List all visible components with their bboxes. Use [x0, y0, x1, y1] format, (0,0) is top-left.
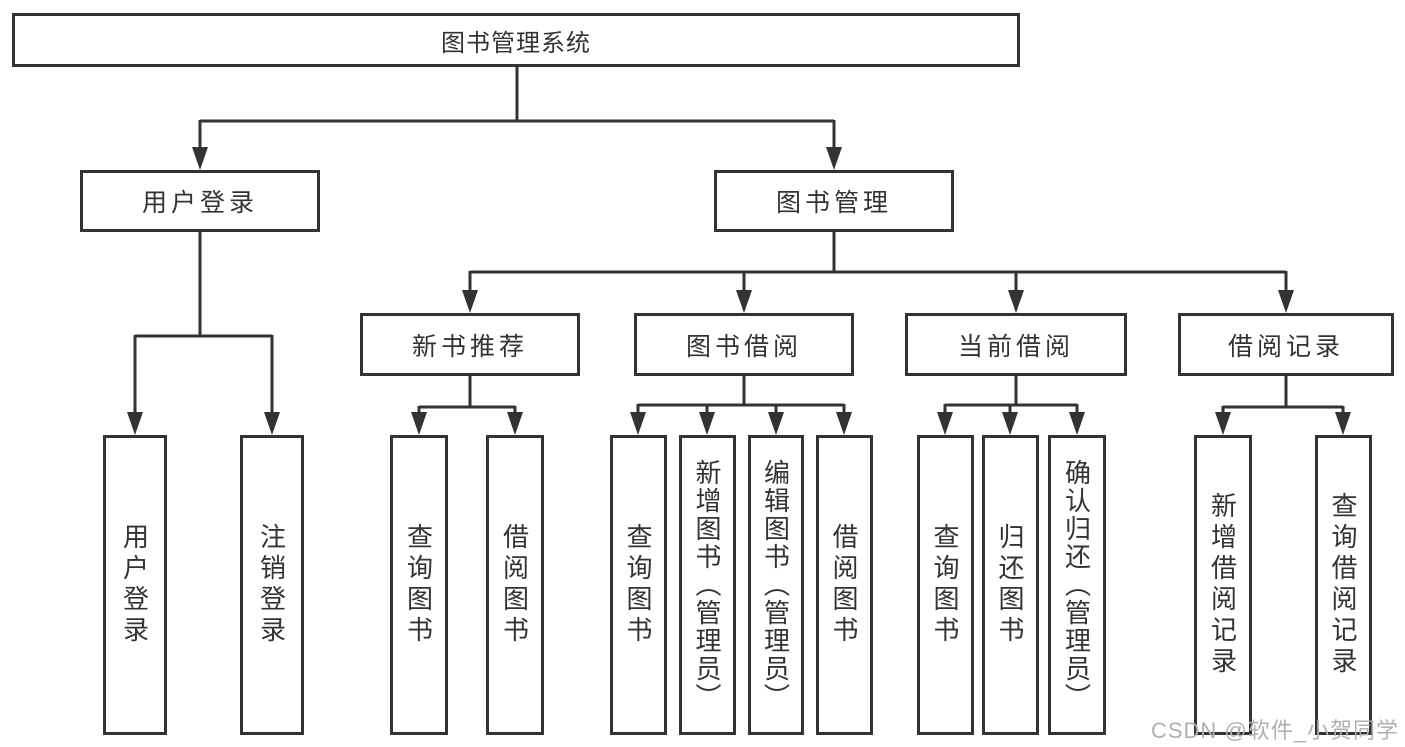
csdn-watermark: CSDN @软件_小贺同学: [1150, 718, 1399, 743]
node-label: 编辑图书（管理员）: [760, 459, 791, 711]
node-label: 图书管理: [775, 189, 892, 217]
node-add-borrow-record: 新增借阅记录: [1194, 435, 1252, 735]
node-user-login: 用户登录: [80, 170, 320, 232]
node-label: 确认归还（管理员）: [1061, 459, 1092, 711]
node-user-login-leaf: 用户登录: [103, 435, 167, 735]
node-label: 图书管理系统: [441, 29, 591, 57]
node-label: 新书推荐: [411, 332, 528, 361]
node-label: 查询图书: [930, 523, 960, 647]
node-library-management-system: 图书管理系统: [12, 13, 1020, 67]
node-current-borrowing: 当前借阅: [905, 313, 1127, 376]
node-label: 查询图书: [403, 523, 434, 647]
arrowheads: [127, 147, 1351, 435]
node-label: 用户登录: [119, 523, 150, 647]
node-query-books-borrowing: 查询图书: [610, 435, 667, 735]
node-add-book-admin: 新增图书（管理员）: [679, 435, 736, 735]
node-book-management: 图书管理: [714, 170, 954, 232]
node-borrow-books-recommendation: 借阅图书: [486, 435, 544, 735]
node-label: 借阅图书: [499, 523, 530, 647]
node-label: 新增借阅记录: [1207, 492, 1238, 678]
node-logout-leaf: 注销登录: [240, 435, 304, 735]
node-borrow-books-leaf: 借阅图书: [816, 435, 873, 735]
node-query-books-recommendation: 查询图书: [390, 435, 448, 735]
node-label: 用户登录: [141, 189, 258, 217]
node-label: 借阅图书: [829, 523, 859, 647]
node-label: 新增图书（管理员）: [692, 459, 722, 711]
node-edit-book-admin: 编辑图书（管理员）: [748, 435, 804, 735]
node-label: 注销登录: [256, 523, 287, 647]
node-label: 图书借阅: [685, 332, 802, 361]
node-confirm-return-admin: 确认归还（管理员）: [1048, 435, 1106, 735]
node-book-borrowing: 图书借阅: [634, 313, 854, 376]
node-label: 查询图书: [623, 523, 653, 647]
node-query-borrow-record: 查询借阅记录: [1315, 435, 1372, 735]
node-label: 归还图书: [995, 523, 1025, 647]
node-borrowing-records: 借阅记录: [1178, 313, 1394, 376]
node-label: 查询借阅记录: [1328, 492, 1358, 678]
node-return-books: 归还图书: [982, 435, 1039, 735]
node-label: 当前借阅: [957, 332, 1074, 361]
node-new-book-recommendation: 新书推荐: [360, 313, 580, 376]
node-query-books-current: 查询图书: [917, 435, 974, 735]
node-label: 借阅记录: [1227, 332, 1344, 361]
